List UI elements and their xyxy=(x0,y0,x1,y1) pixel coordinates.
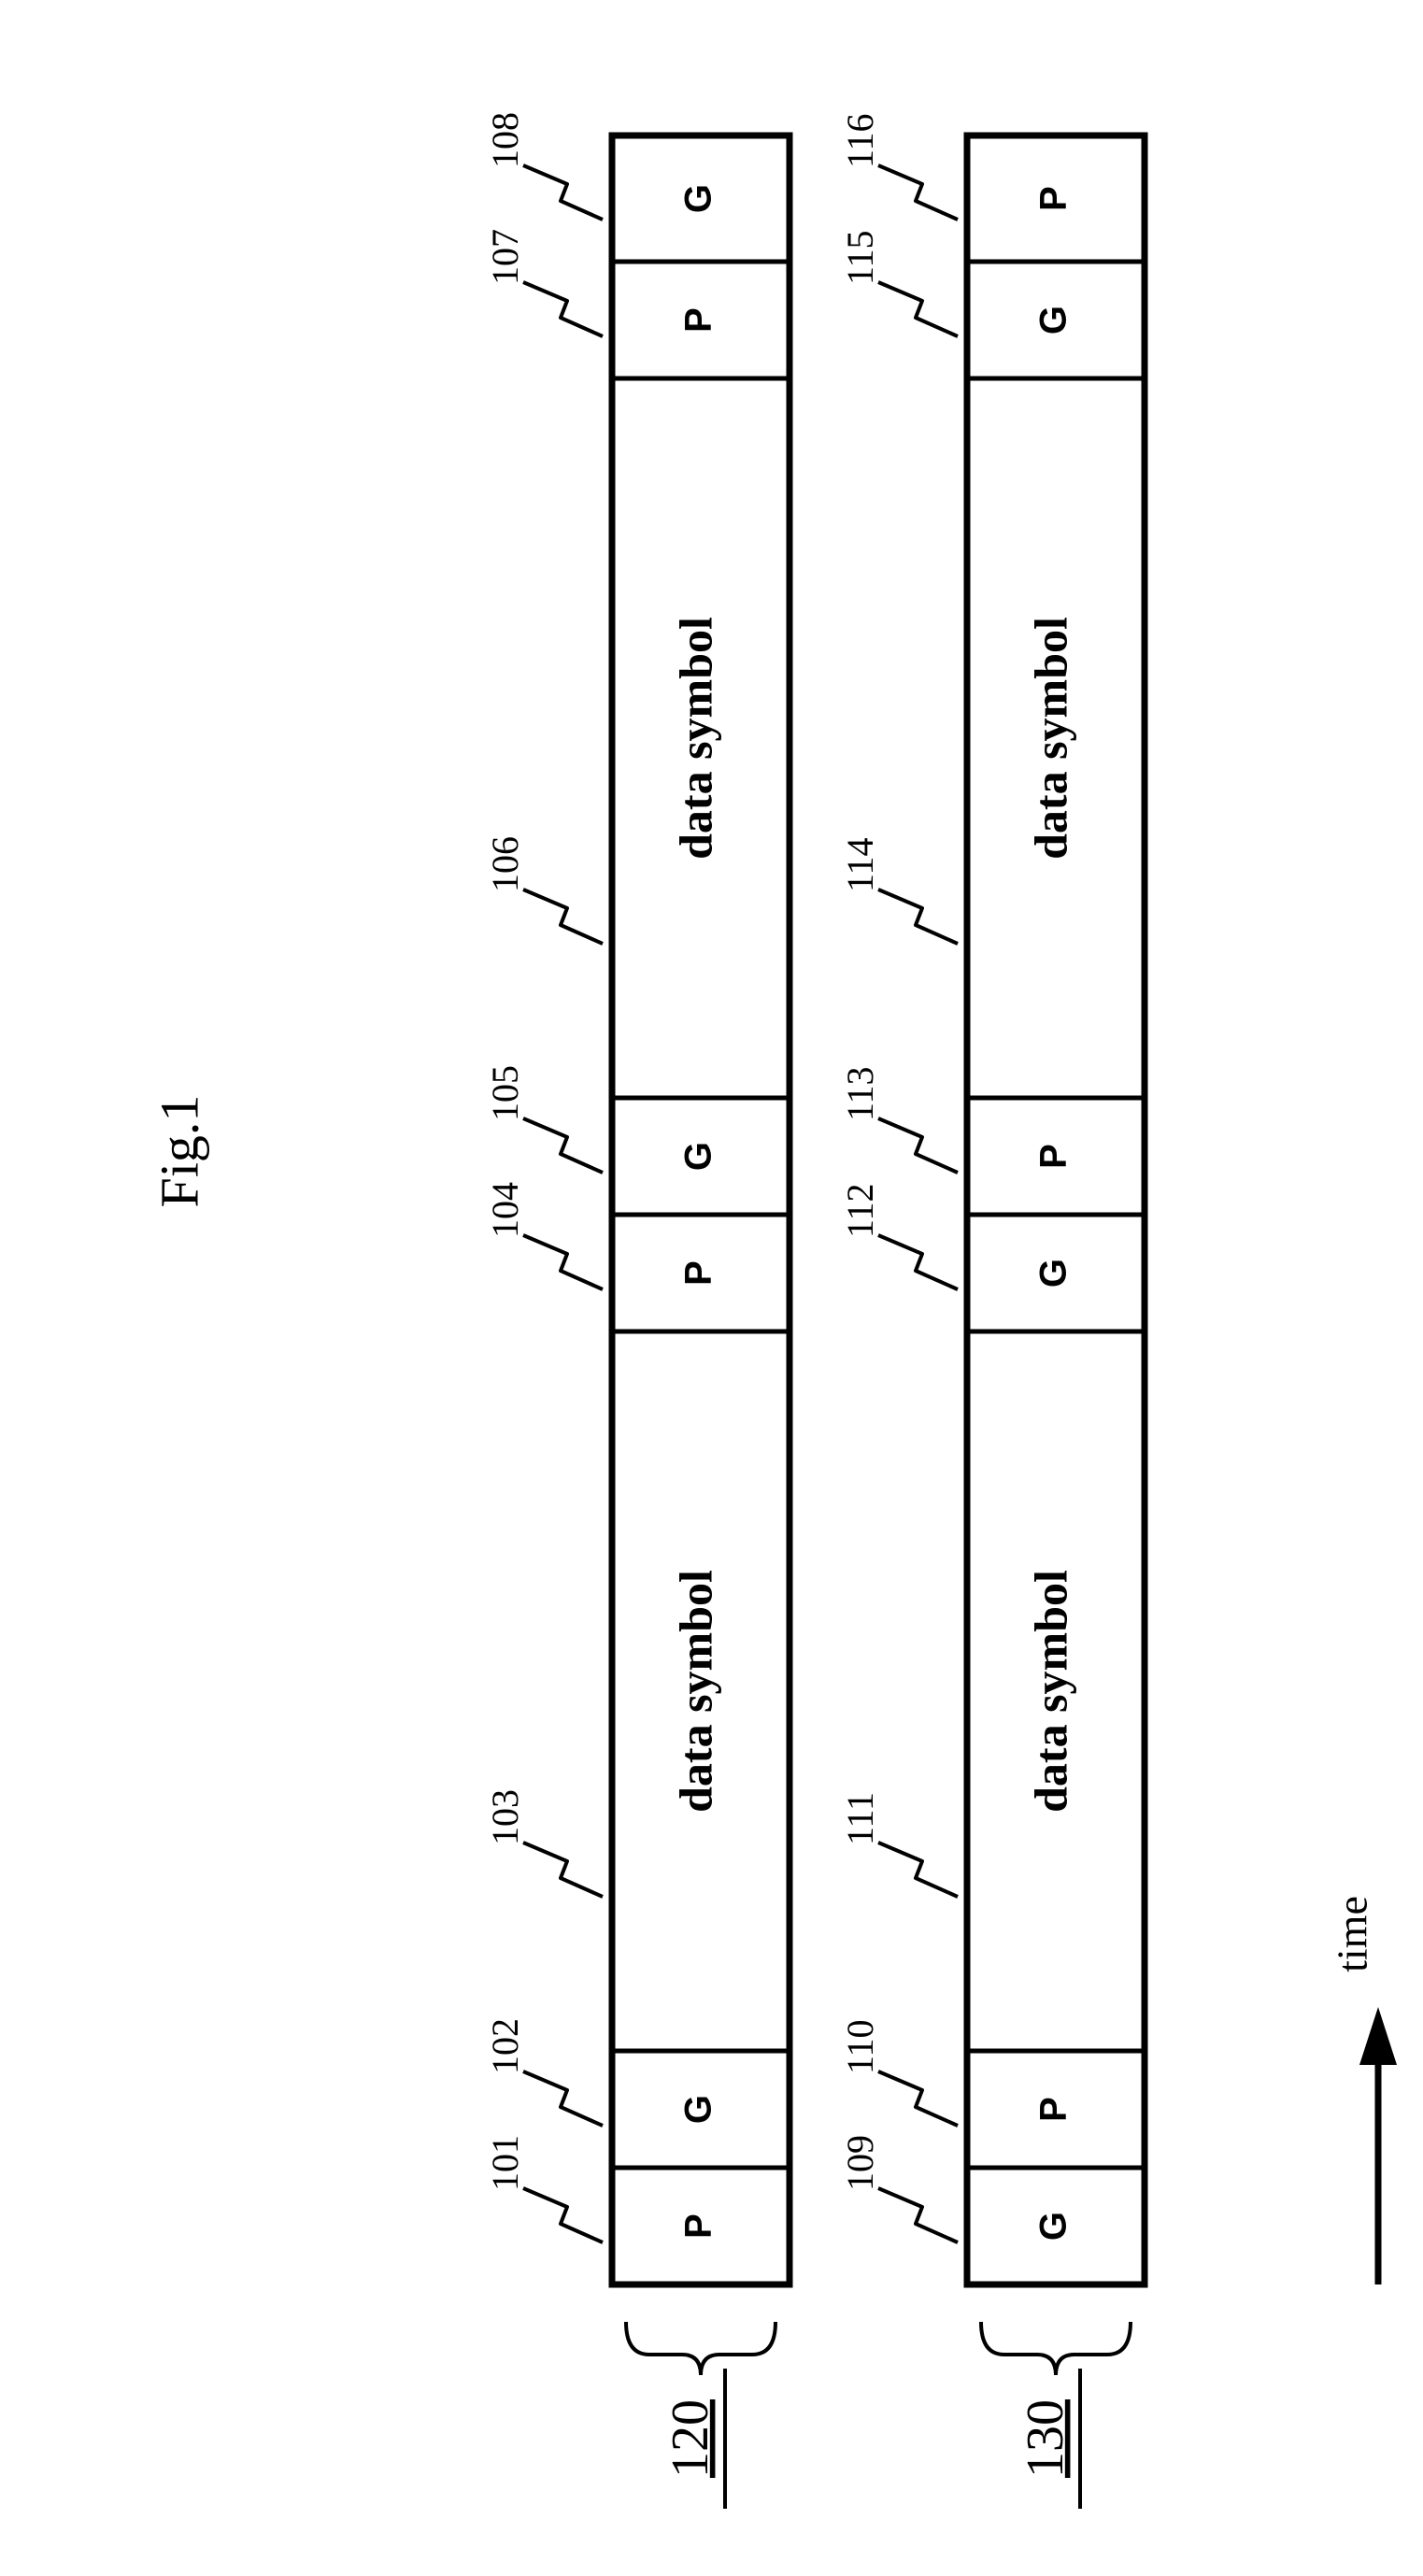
reference-number-group: 101 xyxy=(484,2135,526,2191)
reference-number: 113 xyxy=(839,1066,881,1121)
time-axis: time xyxy=(1329,1896,1397,2284)
reference-number: 109 xyxy=(839,2135,881,2191)
reference-number-group: 113 xyxy=(839,1066,881,1121)
reference-leader xyxy=(523,2071,603,2126)
reference-leader xyxy=(878,1843,958,1897)
reference-number: 108 xyxy=(484,112,526,168)
reference-number-group: 109 xyxy=(839,2135,881,2191)
guard-symbol-label: G xyxy=(1033,1259,1074,1288)
reference-leader xyxy=(523,282,603,336)
reference-number: 105 xyxy=(484,1065,526,1121)
segment-label-group: data symbol xyxy=(669,1570,721,1813)
segment-label-group: data symbol xyxy=(1024,617,1076,860)
reference-number-group: 116 xyxy=(839,113,881,168)
reference-number: 115 xyxy=(839,230,881,285)
reference-leader xyxy=(523,2188,603,2242)
reference-number: 102 xyxy=(484,2018,526,2074)
segment-label-group: P xyxy=(678,2213,719,2239)
pilot-symbol-label: P xyxy=(1033,186,1074,211)
reference-number: 112 xyxy=(839,1183,881,1238)
figure-title-group: Fig.1 xyxy=(149,1095,209,1208)
pilot-symbol-label: P xyxy=(1033,1144,1074,1169)
segment-label-group: G xyxy=(1033,1259,1074,1288)
segment-label-group: P xyxy=(678,307,719,333)
reference-number-group: 110 xyxy=(839,2019,881,2074)
reference-leader xyxy=(523,1118,603,1173)
segment-label-group: G xyxy=(678,184,719,213)
reference-leader xyxy=(878,890,958,944)
guard-symbol-label: G xyxy=(678,2095,719,2124)
pilot-symbol-label: P xyxy=(678,1260,719,1286)
reference-leader xyxy=(878,2188,958,2242)
reference-leader xyxy=(523,1843,603,1897)
reference-number: 110 xyxy=(839,2019,881,2074)
reference-number: 106 xyxy=(484,836,526,892)
frame-outline xyxy=(967,135,1145,2284)
frame-130: G109P110data symbol111G112P113data symbo… xyxy=(839,113,1145,2509)
segment-label-group: data symbol xyxy=(1024,1570,1076,1813)
frame-outline xyxy=(612,135,790,2284)
reference-number-group: 105 xyxy=(484,1065,526,1121)
frame-brace xyxy=(626,2322,776,2375)
reference-leader xyxy=(523,1235,603,1289)
guard-symbol-label: G xyxy=(678,1142,719,1171)
segment-label-group: P xyxy=(1033,186,1074,211)
reference-number-group: 111 xyxy=(839,1792,881,1845)
data-symbol-label: data symbol xyxy=(669,617,721,860)
reference-leader xyxy=(878,282,958,336)
pilot-symbol-label: P xyxy=(678,307,719,333)
frame-brace xyxy=(981,2322,1131,2375)
reference-leader xyxy=(878,165,958,220)
reference-number-group: 106 xyxy=(484,836,526,892)
reference-number-group: 107 xyxy=(484,229,526,285)
reference-number: 116 xyxy=(839,113,881,168)
frame-label-group: 130 xyxy=(1017,2399,1074,2478)
data-symbol-label: data symbol xyxy=(669,1570,721,1813)
reference-leader xyxy=(878,1118,958,1173)
reference-leader xyxy=(878,1235,958,1289)
segment-label-group: G xyxy=(1033,306,1074,334)
frames-layer: P101G102data symbol103P104G105data symbo… xyxy=(484,112,1145,2509)
time-arrow-head xyxy=(1359,2007,1397,2065)
reference-leader xyxy=(523,165,603,220)
reference-number: 107 xyxy=(484,229,526,285)
segment-label-group: G xyxy=(678,1142,719,1171)
reference-number: 101 xyxy=(484,2135,526,2191)
reference-number: 111 xyxy=(839,1792,881,1845)
reference-leader xyxy=(523,890,603,944)
segment-label-group: P xyxy=(1033,1144,1074,1169)
segment-label-group: G xyxy=(1033,2212,1074,2241)
reference-number: 104 xyxy=(484,1182,526,1238)
reference-number: 103 xyxy=(484,1789,526,1845)
reference-number-group: 108 xyxy=(484,112,526,168)
reference-number-group: 115 xyxy=(839,230,881,285)
segment-label-group: data symbol xyxy=(669,617,721,860)
reference-number-group: 104 xyxy=(484,1182,526,1238)
data-symbol-label: data symbol xyxy=(1024,617,1076,860)
time-label-group: time xyxy=(1329,1896,1376,1972)
guard-symbol-label: G xyxy=(1033,2212,1074,2241)
segment-label-group: G xyxy=(678,2095,719,2124)
frame-120: P101G102data symbol103P104G105data symbo… xyxy=(484,112,790,2509)
time-label: time xyxy=(1329,1896,1376,1972)
reference-number-group: 114 xyxy=(839,837,881,892)
pilot-symbol-label: P xyxy=(678,2213,719,2239)
data-symbol-label: data symbol xyxy=(1024,1570,1076,1813)
reference-number-group: 112 xyxy=(839,1183,881,1238)
reference-number-group: 102 xyxy=(484,2018,526,2074)
pilot-symbol-label: P xyxy=(1033,2097,1074,2122)
reference-leader xyxy=(878,2071,958,2126)
figure-title: Fig.1 xyxy=(149,1095,209,1208)
guard-symbol-label: G xyxy=(1033,306,1074,334)
frame-label-group: 120 xyxy=(662,2399,719,2478)
frame-label: 130 xyxy=(1017,2399,1074,2478)
guard-symbol-label: G xyxy=(678,184,719,213)
segment-label-group: P xyxy=(678,1260,719,1286)
reference-number-group: 103 xyxy=(484,1789,526,1845)
reference-number: 114 xyxy=(839,837,881,892)
frame-label: 120 xyxy=(662,2399,719,2478)
segment-label-group: P xyxy=(1033,2097,1074,2122)
